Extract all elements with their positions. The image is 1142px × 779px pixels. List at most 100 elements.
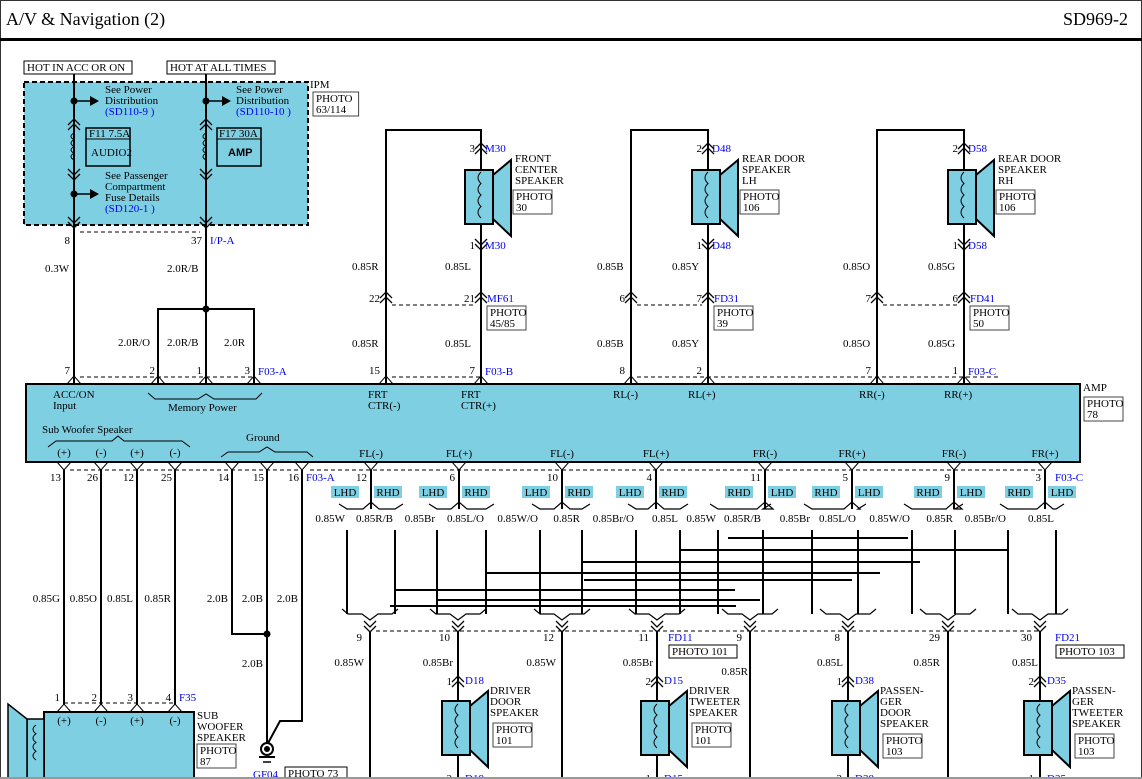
pin-number: 2 (697, 365, 703, 377)
fuse-connector (199, 123, 213, 131)
hot-always-label-box (166, 60, 276, 75)
amp-terminal-label: FR(+) (839, 448, 866, 460)
pin-number: 14 (218, 472, 230, 484)
speaker-name: LH (742, 175, 757, 187)
pin-number: 9 (737, 632, 743, 644)
ref-text: Fuse Details (105, 192, 160, 204)
speaker-name: SPEAKER (880, 718, 930, 730)
speaker-icon (947, 157, 995, 239)
amp-pin-terminal (294, 461, 310, 471)
wire-spec: 2.0B (277, 593, 298, 605)
pin-number: 5 (843, 472, 849, 484)
speaker-name: DRIVER (689, 685, 731, 697)
speaker-connector (957, 147, 971, 155)
inline-photo: PHOTO 101 (672, 646, 728, 658)
coil-symbol (202, 132, 208, 161)
speaker-name: CENTER (515, 164, 558, 176)
connector-id: F03-A (258, 366, 287, 378)
hand-drive-tag: LHD (858, 487, 881, 499)
speaker-name: FRONT (515, 153, 551, 165)
inline-photo-box (1055, 644, 1125, 659)
amp-pin-terminal (473, 375, 489, 385)
hand-drive-tag-bg (855, 486, 883, 498)
memory-wire (157, 308, 255, 383)
coil-symbol (844, 703, 849, 749)
ref-link: (SD110-9 ) (105, 106, 155, 118)
connector-id: I/P-A (210, 235, 235, 247)
subwoofer-brace (47, 435, 191, 448)
wire-spec: 0.85L/O (447, 513, 484, 525)
inline-connector (1033, 620, 1047, 628)
photo-number: 103 (886, 746, 903, 758)
amp-pin-terminal (956, 375, 972, 385)
hand-drive-tag-bg (768, 486, 796, 498)
wire-spec: 0.85Br (623, 657, 654, 669)
amp-terminal-label: FR(-) (942, 448, 967, 460)
photo-number: 106 (743, 202, 760, 214)
inline-connector (624, 291, 638, 299)
wire-spec: 0.85L (817, 657, 843, 669)
spk-terminal-label: (+) (57, 715, 71, 727)
ref-text: Compartment (105, 181, 166, 193)
photo-number: 30 (516, 202, 528, 214)
hand-drive-tag: RHD (1007, 487, 1030, 499)
wire-spec: 2.0R/B (167, 337, 198, 349)
pin-number: 7 (470, 365, 476, 377)
amp-pin-terminal (844, 461, 860, 471)
wire-spec: 2.0B (242, 593, 263, 605)
coil-symbol (70, 132, 76, 161)
speaker-icon (640, 688, 688, 770)
inline-photo-box (969, 305, 1010, 331)
page-title: A/V & Navigation (2) (6, 9, 166, 29)
amp-pin-terminal (150, 375, 166, 385)
subwoofer-speaker-body (43, 711, 195, 779)
speaker-photo-box (995, 189, 1036, 215)
arrow-right-icon (90, 96, 99, 106)
speaker-connector (1033, 680, 1047, 688)
pin-number: 11 (750, 472, 761, 484)
amp-terminal-label: Input (53, 400, 76, 412)
pin-number: 1 (470, 240, 476, 252)
inline-connector (957, 296, 971, 304)
speaker-photo-box (882, 733, 923, 759)
hand-drive-tag: LHD (960, 487, 983, 499)
inline-connector (474, 291, 488, 299)
photo-label: PHOTO (490, 307, 527, 319)
ref-text: Distribution (236, 95, 290, 107)
wire-spec: 0.85L (445, 261, 471, 273)
speaker-icon (441, 688, 489, 770)
wire-spec: 0.85R (913, 657, 940, 669)
ipm-label: IPM (310, 79, 330, 91)
wire-spec: 0.85L/O (819, 513, 856, 525)
speaker-name: PASSEN- (1072, 685, 1116, 697)
amp-pin-terminal (167, 461, 183, 471)
inline-split (721, 608, 779, 621)
amp-terminal-label: RR(+) (944, 389, 973, 401)
speaker-connector (701, 238, 715, 246)
amp-pin-terminal (198, 375, 214, 385)
wire-spec: 0.85L (1028, 513, 1054, 525)
wire-spec: 2.0B (207, 593, 228, 605)
hand-drive-tag: RHD (727, 487, 750, 499)
connector-id: F03-A (306, 472, 335, 484)
wire-spec: 0.85B (597, 338, 624, 350)
connector-id: D38 (855, 675, 874, 687)
photo-number: 106 (999, 202, 1016, 214)
pin-number: 2 (1029, 676, 1035, 688)
pin-number: 8 (835, 632, 841, 644)
photo-number: 101 (695, 735, 712, 747)
coil-symbol (477, 171, 482, 219)
wire-spec: 0.85Br (405, 513, 436, 525)
output-split (338, 501, 404, 510)
hand-drive-tag-bg (419, 486, 447, 498)
connector-id: F03-C (1055, 472, 1083, 484)
speaker-connector (650, 680, 664, 688)
pin-number: 9 (945, 472, 951, 484)
hand-drive-tag-bg (1005, 486, 1033, 498)
wire-spec: 2.0R (224, 337, 246, 349)
hand-drive-tag: RHD (376, 487, 399, 499)
amp-pin-terminal (363, 461, 379, 471)
wire-spec: 2.0R/O (118, 337, 150, 349)
wire-spec: 0.85O (843, 338, 870, 350)
hand-drive-tag-bg (462, 486, 490, 498)
